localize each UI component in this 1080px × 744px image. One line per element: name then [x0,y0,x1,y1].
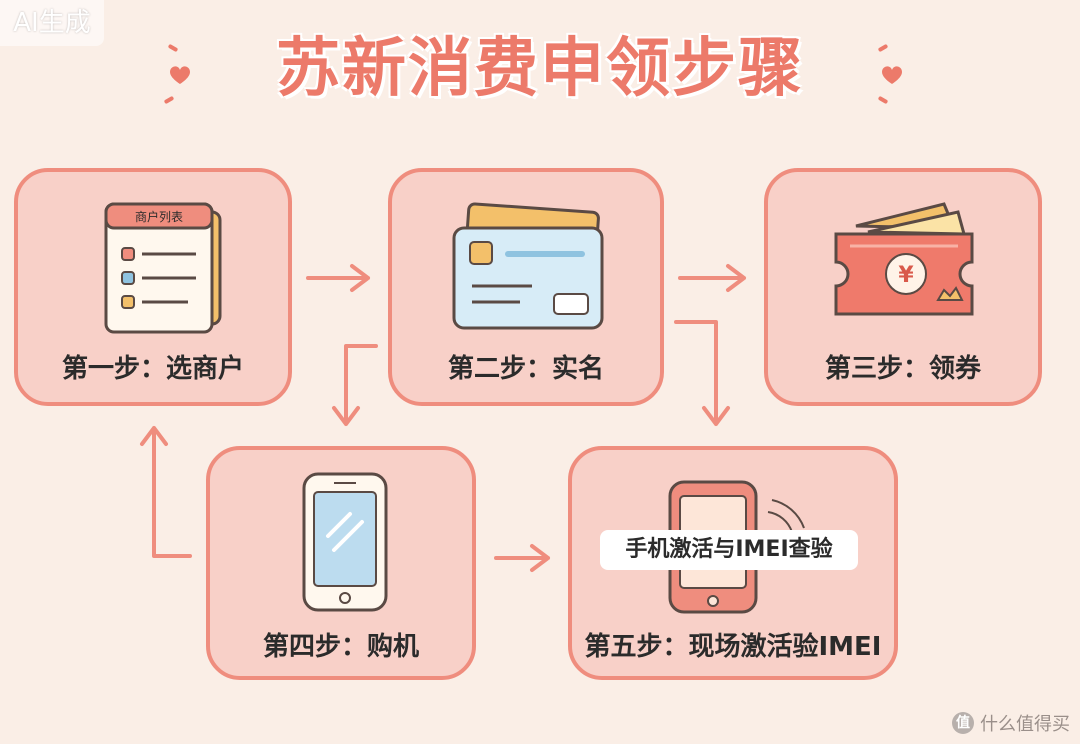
arrow-step1-to-step2 [306,264,370,292]
heart-icon [170,66,190,84]
arrow-step3-to-step5 [674,320,730,426]
step-1-card: 商户列表 第一步：选商户 [14,168,292,406]
arrow-step4-to-step5 [494,544,550,572]
imei-check-tag: 手机激活与IMEI查验 [600,530,858,570]
watermark-text: 什么值得买 [980,714,1070,735]
heart-icon [882,66,902,84]
step-1-label: 第一步：选商户 [61,354,244,384]
step-2-label: 第二步：实名 [447,354,604,384]
arrow-step4-to-step1 [140,426,192,558]
yuan-icon: ¥ [898,263,914,288]
icon-text: 商户列表 [135,209,183,224]
step-4-label: 第四步：购机 [262,632,419,662]
arrow-step2-to-step4 [332,344,378,426]
arrow-step2-to-step3 [678,264,746,292]
step-3-label: 第三步：领券 [824,354,981,384]
watermark: 值 什么值得买 [952,710,1070,736]
ai-generated-badge: AI生成 [0,0,104,46]
step-4-card: 第四步：购机 [206,446,476,680]
phone-icon [302,472,388,612]
smzdm-logo-icon: 值 [952,712,974,734]
step-2-card: 第二步：实名 [388,168,664,406]
id-card-icon [452,202,604,330]
step-5-label: 第五步：现场激活验IMEI [584,632,882,662]
coupon-icon: ¥ [834,202,974,316]
merchant-list-icon: 商户列表 [104,202,222,334]
step-3-card: ¥ 第三步：领券 [764,168,1042,406]
page-title: 苏新消费申领步骤 [276,32,804,106]
